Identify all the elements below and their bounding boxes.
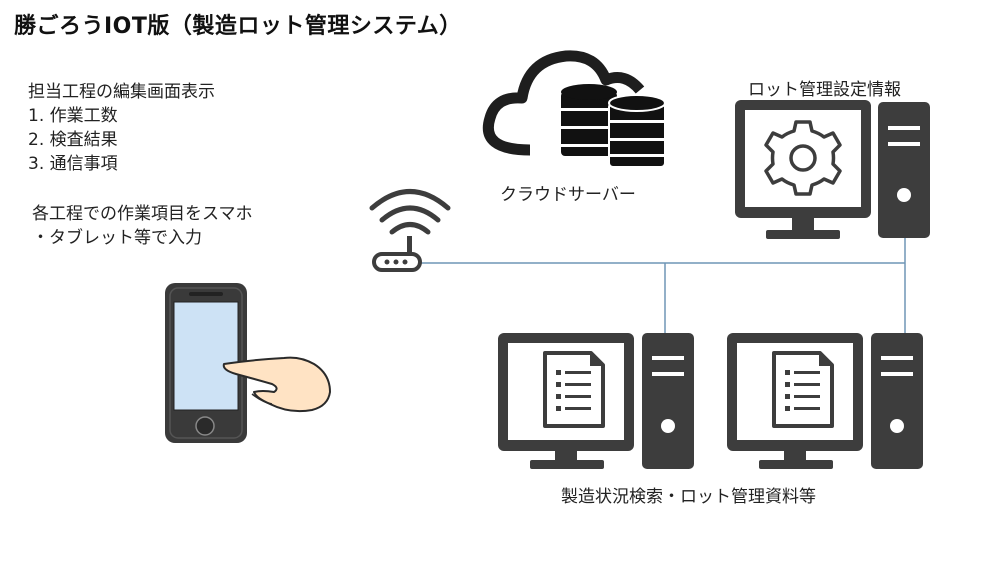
search-label: 製造状況検索・ロット管理資料等 [561, 487, 816, 507]
feature-item: 3. 通信事項 [28, 154, 118, 174]
input-note-line2: ・タブレット等で入力 [32, 228, 202, 248]
page-title: 勝ごろうIOT版（製造ロット管理システム） [14, 14, 462, 39]
network-lines [420, 237, 906, 335]
document-monitor-icon [498, 333, 694, 469]
feature-item: 2. 検査結果 [28, 130, 118, 150]
database-icon [561, 84, 666, 168]
feature-list: 担当工程の編集画面表示 1. 作業工数 2. 検査結果 3. 通信事項 [28, 80, 215, 176]
cloud-icon [483, 50, 645, 156]
hand-icon [222, 356, 331, 413]
document-icon [772, 351, 834, 428]
wifi-router-icon [369, 189, 451, 272]
document-icon [543, 351, 605, 428]
smartphone-hand-icon [165, 283, 331, 443]
feature-item: 1. 作業工数 [28, 106, 118, 126]
cloud-server-label: クラウドサーバー [500, 185, 636, 205]
gear-monitor-icon [735, 100, 930, 239]
gear-icon [764, 120, 842, 196]
document-monitor-icon [727, 333, 923, 469]
input-note: 各工程での作業項目をスマホ ・タブレット等で入力 [32, 202, 253, 250]
feature-heading: 担当工程の編集画面表示 [28, 82, 215, 102]
lot-settings-label: ロット管理設定情報 [748, 80, 901, 100]
input-note-line1: 各工程での作業項目をスマホ [32, 204, 253, 224]
